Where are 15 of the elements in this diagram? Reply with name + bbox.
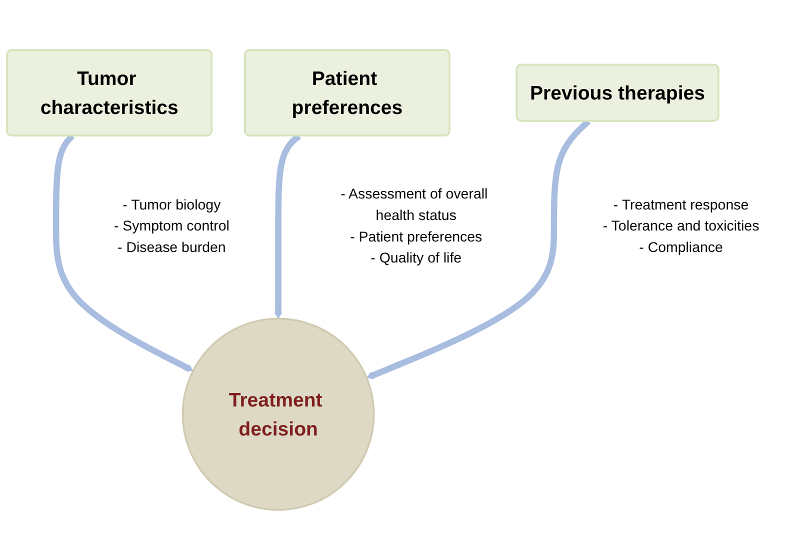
node-label: Treatment decision bbox=[228, 388, 322, 440]
node-label: - Compliance bbox=[639, 240, 723, 256]
node-label: - Disease burden bbox=[118, 240, 226, 256]
node-label: - Tolerance and toxicities bbox=[602, 219, 760, 234]
node-label: Previous therapies bbox=[530, 82, 706, 104]
arrow bbox=[274, 134, 302, 320]
node-label: - Treatment response bbox=[613, 198, 749, 213]
node-label: - Quality of life bbox=[370, 251, 462, 266]
node-label: - Tumor biology bbox=[122, 198, 221, 213]
node-label: Tumor characteristics bbox=[40, 67, 178, 119]
node-label: - Symptom control bbox=[114, 219, 230, 234]
arrow bbox=[52, 134, 194, 372]
node-label: Patient preferences bbox=[292, 67, 403, 119]
node-label: - Patient preferences bbox=[350, 230, 482, 245]
node-label: - Assessment of overall health status bbox=[340, 187, 488, 224]
